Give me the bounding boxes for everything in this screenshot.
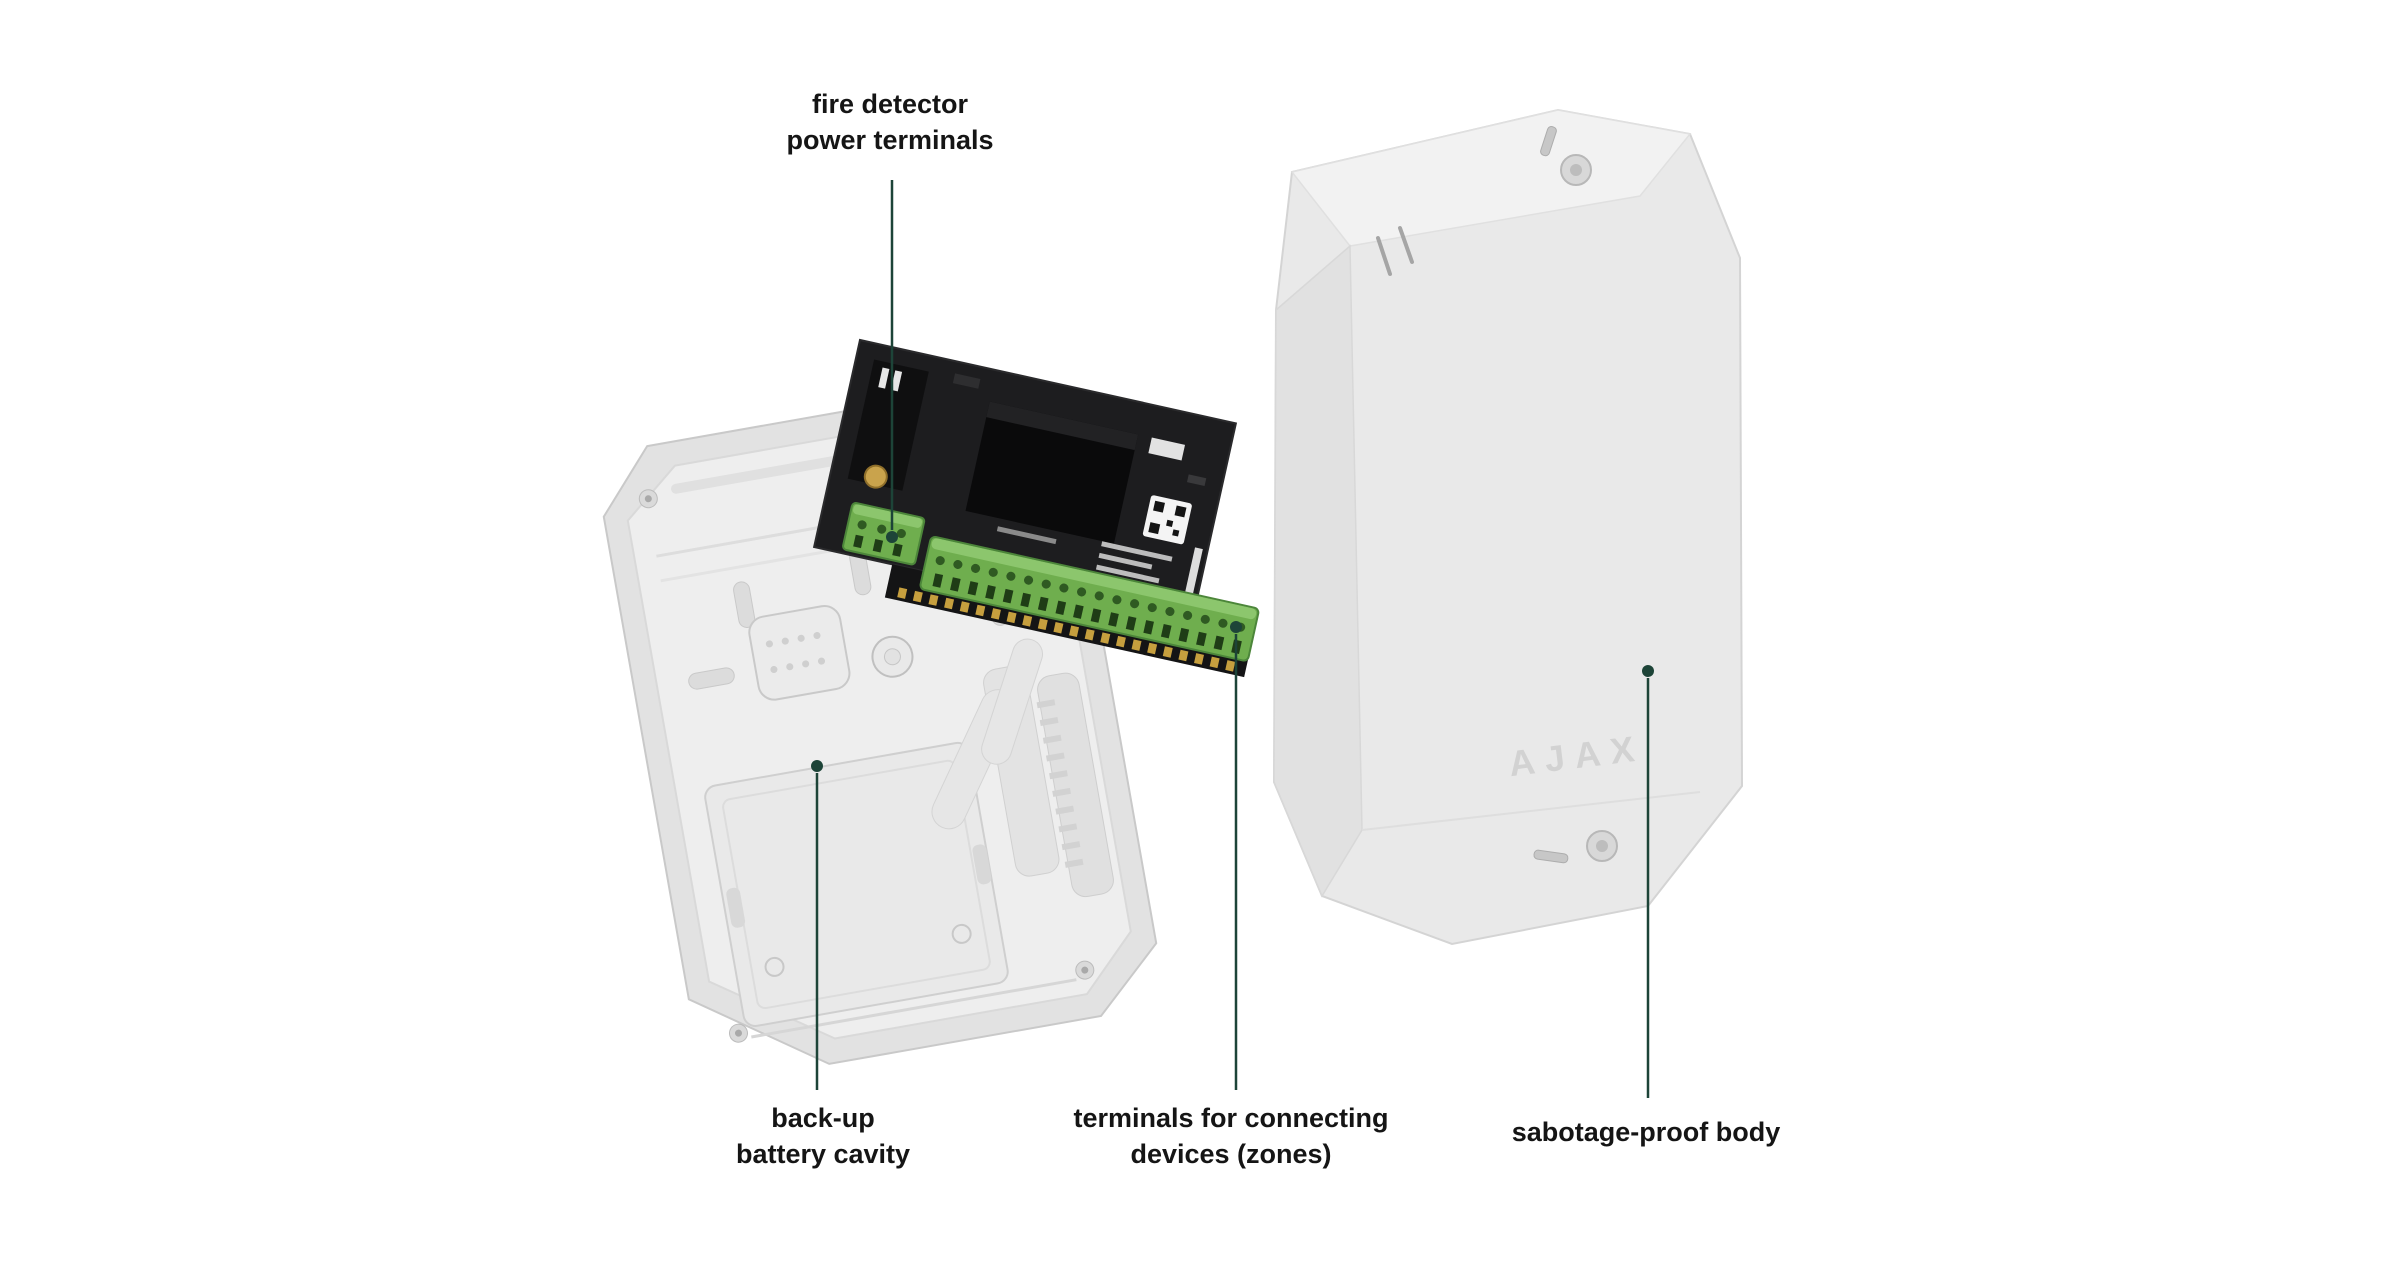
label-sticker: [1184, 547, 1203, 598]
label-line: terminals for connecting: [1073, 1103, 1389, 1133]
bottom-groove: [751, 978, 1077, 1039]
cover-slit: [1376, 236, 1392, 276]
smd-component: [1186, 474, 1207, 487]
inductor-coil: [863, 464, 888, 489]
knockout-circle-center: [883, 648, 901, 666]
support-post: [981, 638, 1044, 765]
channel-comb: [1036, 699, 1086, 880]
battery-contact: [764, 956, 785, 977]
cover-bottom-seam: [1361, 791, 1701, 831]
circuit-board: [812, 338, 1260, 678]
silkscreen-text: [996, 526, 1173, 584]
component-mark: [890, 370, 903, 392]
label-line: power terminals: [786, 125, 994, 155]
callout-label-battery-cavity: back-up battery cavity: [573, 1100, 1073, 1172]
cover-left-facet: [1273, 244, 1363, 898]
callout-lines: [811, 180, 1654, 1098]
label-line: back-up: [771, 1103, 875, 1133]
battery-clip: [972, 844, 992, 885]
cable-channel: [1037, 672, 1114, 898]
label-line: battery cavity: [735, 1139, 911, 1169]
cover-slit: [1398, 226, 1414, 264]
zone-terminal-strip: [919, 536, 1260, 662]
knockout-dots: [765, 630, 829, 648]
label-line: devices (zones): [1130, 1139, 1332, 1169]
callout-dot-fire-terminals: [886, 531, 898, 543]
mount-slot: [733, 581, 756, 628]
battery-clip: [726, 887, 746, 928]
smd-component: [952, 373, 981, 389]
label-line: fire detector: [811, 89, 969, 119]
callout-dot-sabotage-body: [1642, 665, 1654, 677]
power-terminal-block: [842, 502, 926, 566]
callout-dot-zone-terminals: [1230, 621, 1242, 633]
knockout-square: [748, 605, 851, 701]
front-cover: AJAX: [1272, 108, 1744, 946]
mount-slot: [688, 667, 735, 690]
callout-dot-battery-cavity: [811, 760, 823, 772]
component-mark: [878, 367, 890, 389]
relay-module-top: [986, 401, 1139, 451]
callout-label-zone-terminals: terminals for connecting devices (zones): [981, 1100, 1481, 1172]
knockout-dots: [770, 656, 833, 674]
gold-contacts: [897, 587, 1240, 673]
callout-label-sabotage-body: sabotage-proof body: [1396, 1114, 1896, 1150]
callout-label-fire-terminals: fire detector power terminals: [640, 86, 1140, 158]
battery-contact: [951, 923, 972, 944]
label-line: sabotage-proof body: [1511, 1117, 1781, 1147]
cover-top-facet: [1290, 109, 1692, 247]
qr-code: [1142, 495, 1192, 545]
top-screw: [1540, 126, 1592, 186]
transformer-component: [847, 359, 929, 491]
bottom-screw: [1533, 830, 1618, 864]
connector: [1148, 437, 1186, 461]
